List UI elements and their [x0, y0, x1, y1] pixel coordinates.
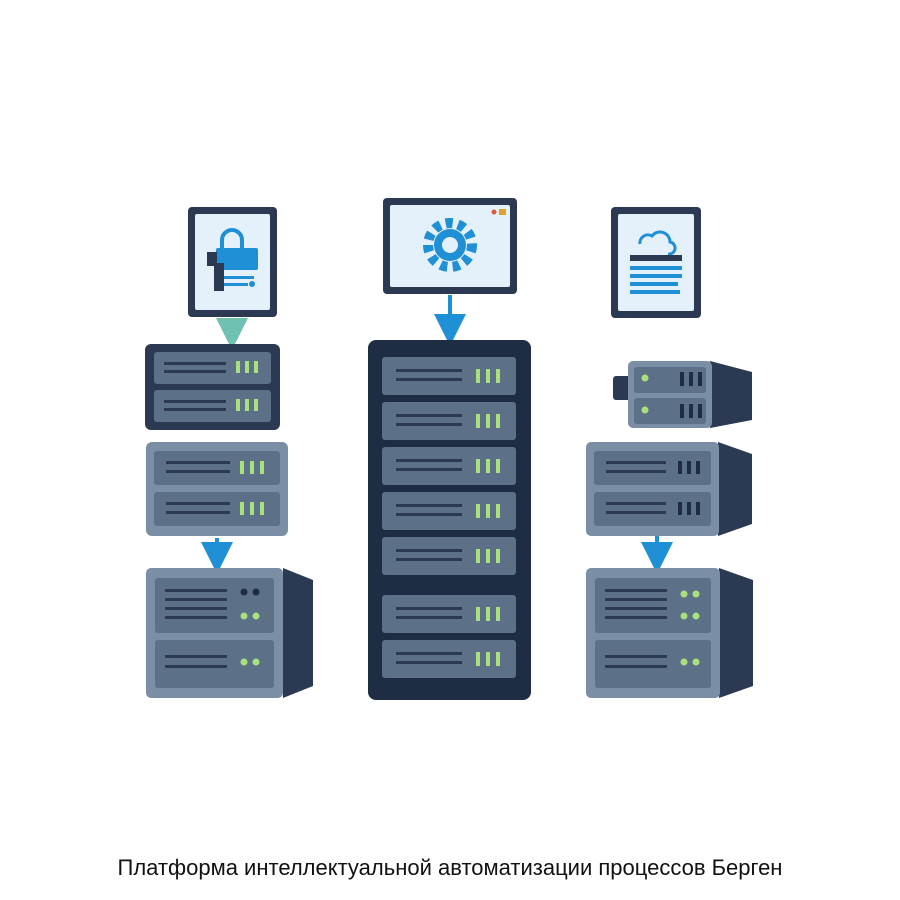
left-server-light	[146, 442, 288, 536]
left-column	[145, 207, 313, 698]
rack-units	[382, 357, 516, 678]
diagram-caption: Платформа интеллектуальной автоматизации…	[117, 855, 783, 880]
right-server-pair	[586, 442, 752, 536]
padlock-document-icon	[207, 228, 258, 291]
cloud-document-icon	[630, 230, 682, 294]
right-server-small	[613, 361, 752, 428]
gear-icon	[423, 218, 477, 272]
center-monitor	[383, 198, 517, 294]
left-server-dark	[145, 344, 280, 430]
left-monitor	[188, 207, 277, 317]
center-server-rack	[368, 340, 531, 700]
left-server-box	[146, 568, 313, 698]
right-column	[586, 207, 753, 698]
center-column	[368, 198, 531, 700]
right-server-box	[586, 568, 753, 698]
right-monitor	[611, 207, 701, 318]
